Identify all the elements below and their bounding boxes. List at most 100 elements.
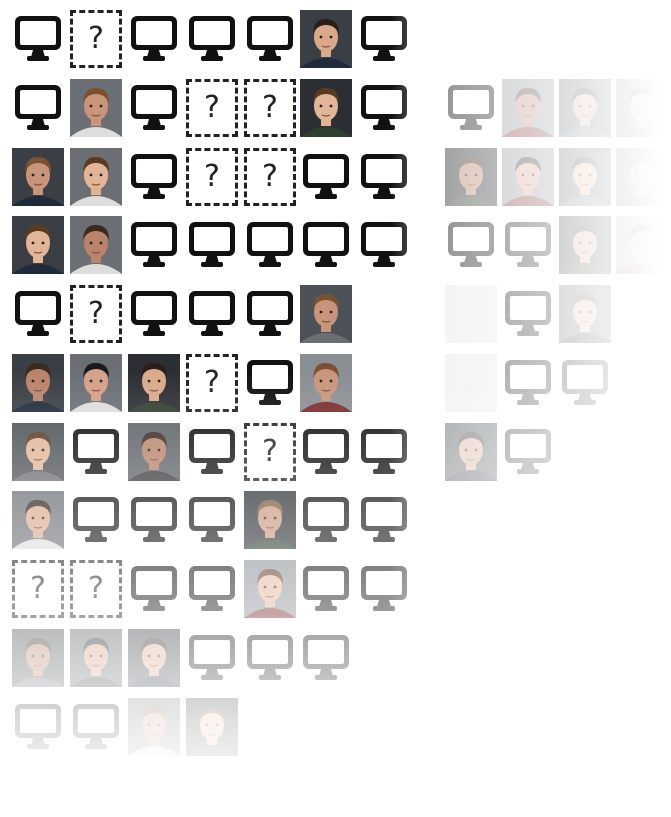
question-mark-icon: ?: [70, 10, 122, 68]
monitor-icon: [186, 285, 238, 343]
monitor-icon: [70, 491, 122, 549]
monitor-icon: [445, 216, 497, 274]
face-photo: [445, 148, 497, 206]
question-mark-label: ?: [204, 365, 220, 400]
monitor-icon: [186, 629, 238, 687]
monitor-icon: [128, 560, 180, 618]
monitor-icon: [128, 216, 180, 274]
face-photo: [128, 423, 180, 481]
face-photo: [244, 491, 296, 549]
monitor-icon: [300, 629, 352, 687]
face-photo: [12, 629, 64, 687]
monitor-icon: [300, 491, 352, 549]
monitor-icon: [358, 491, 410, 549]
question-mark-label: ?: [204, 159, 220, 194]
monitor-icon: [70, 423, 122, 481]
face-photo: [559, 79, 611, 137]
monitor-icon: [128, 10, 180, 68]
monitor-icon: [244, 629, 296, 687]
monitor-icon: [358, 423, 410, 481]
monitor-icon: [70, 698, 122, 756]
monitor-icon: [300, 148, 352, 206]
monitor-icon: [244, 354, 296, 412]
question-mark-icon: ?: [70, 560, 122, 618]
monitor-icon: [445, 79, 497, 137]
face-photo: [12, 216, 64, 274]
face-photo: [128, 354, 180, 412]
question-mark-icon: ?: [186, 148, 238, 206]
question-mark-icon: ?: [186, 79, 238, 137]
monitor-icon: [128, 491, 180, 549]
face-photo: [244, 560, 296, 618]
question-mark-label: ?: [262, 159, 278, 194]
question-mark-icon: ?: [12, 560, 64, 618]
face-photo: [300, 285, 352, 343]
face-photo: [12, 423, 64, 481]
question-mark-label: ?: [88, 571, 104, 606]
monitor-icon: [186, 216, 238, 274]
monitor-icon: [186, 423, 238, 481]
monitor-icon: [186, 10, 238, 68]
question-mark-label: ?: [262, 434, 278, 469]
face-photo: [70, 79, 122, 137]
face-photo: [502, 148, 554, 206]
face-photo: [128, 629, 180, 687]
monitor-icon: [502, 285, 554, 343]
monitor-icon: [358, 560, 410, 618]
monitor-icon: [244, 285, 296, 343]
blank-tile: [445, 354, 497, 412]
question-mark-label: ?: [204, 90, 220, 125]
face-photo: [502, 79, 554, 137]
face-photo: [300, 79, 352, 137]
monitor-icon: [559, 354, 611, 412]
monitor-icon: [128, 79, 180, 137]
blank-tile: [445, 285, 497, 343]
monitor-icon: [12, 285, 64, 343]
question-mark-label: ?: [262, 90, 278, 125]
question-mark-label: ?: [88, 296, 104, 331]
face-photo: [12, 354, 64, 412]
question-mark-label: ?: [30, 571, 46, 606]
monitor-icon: [358, 10, 410, 68]
monitor-icon: [244, 10, 296, 68]
face-photo: [300, 354, 352, 412]
question-mark-icon: ?: [244, 79, 296, 137]
face-photo: [300, 10, 352, 68]
face-photo: [70, 354, 122, 412]
face-photo: [559, 285, 611, 343]
monitor-icon: [300, 216, 352, 274]
face-photo: [70, 216, 122, 274]
question-mark-label: ?: [88, 21, 104, 56]
monitor-icon: [502, 216, 554, 274]
face-photo: [12, 148, 64, 206]
face-photo: [186, 698, 238, 756]
monitor-icon: [12, 79, 64, 137]
monitor-icon: [12, 698, 64, 756]
monitor-icon: [300, 423, 352, 481]
question-mark-icon: ?: [244, 148, 296, 206]
monitor-icon: [128, 148, 180, 206]
monitor-icon: [128, 285, 180, 343]
monitor-icon: [12, 10, 64, 68]
monitor-icon: [502, 423, 554, 481]
question-mark-icon: ?: [186, 354, 238, 412]
face-photo: [70, 629, 122, 687]
monitor-icon: [358, 148, 410, 206]
face-photo: [616, 79, 668, 137]
question-mark-icon: ?: [70, 285, 122, 343]
face-photo: [70, 148, 122, 206]
face-photo: [616, 216, 668, 274]
monitor-icon: [300, 560, 352, 618]
monitor-icon: [244, 216, 296, 274]
monitor-icon: [186, 491, 238, 549]
monitor-icon: [502, 354, 554, 412]
face-photo: [559, 148, 611, 206]
monitor-icon: [358, 216, 410, 274]
face-photo: [616, 148, 668, 206]
face-photo: [559, 216, 611, 274]
question-mark-icon: ?: [244, 423, 296, 481]
monitor-icon: [358, 79, 410, 137]
face-photo: [445, 423, 497, 481]
monitor-icon: [186, 560, 238, 618]
